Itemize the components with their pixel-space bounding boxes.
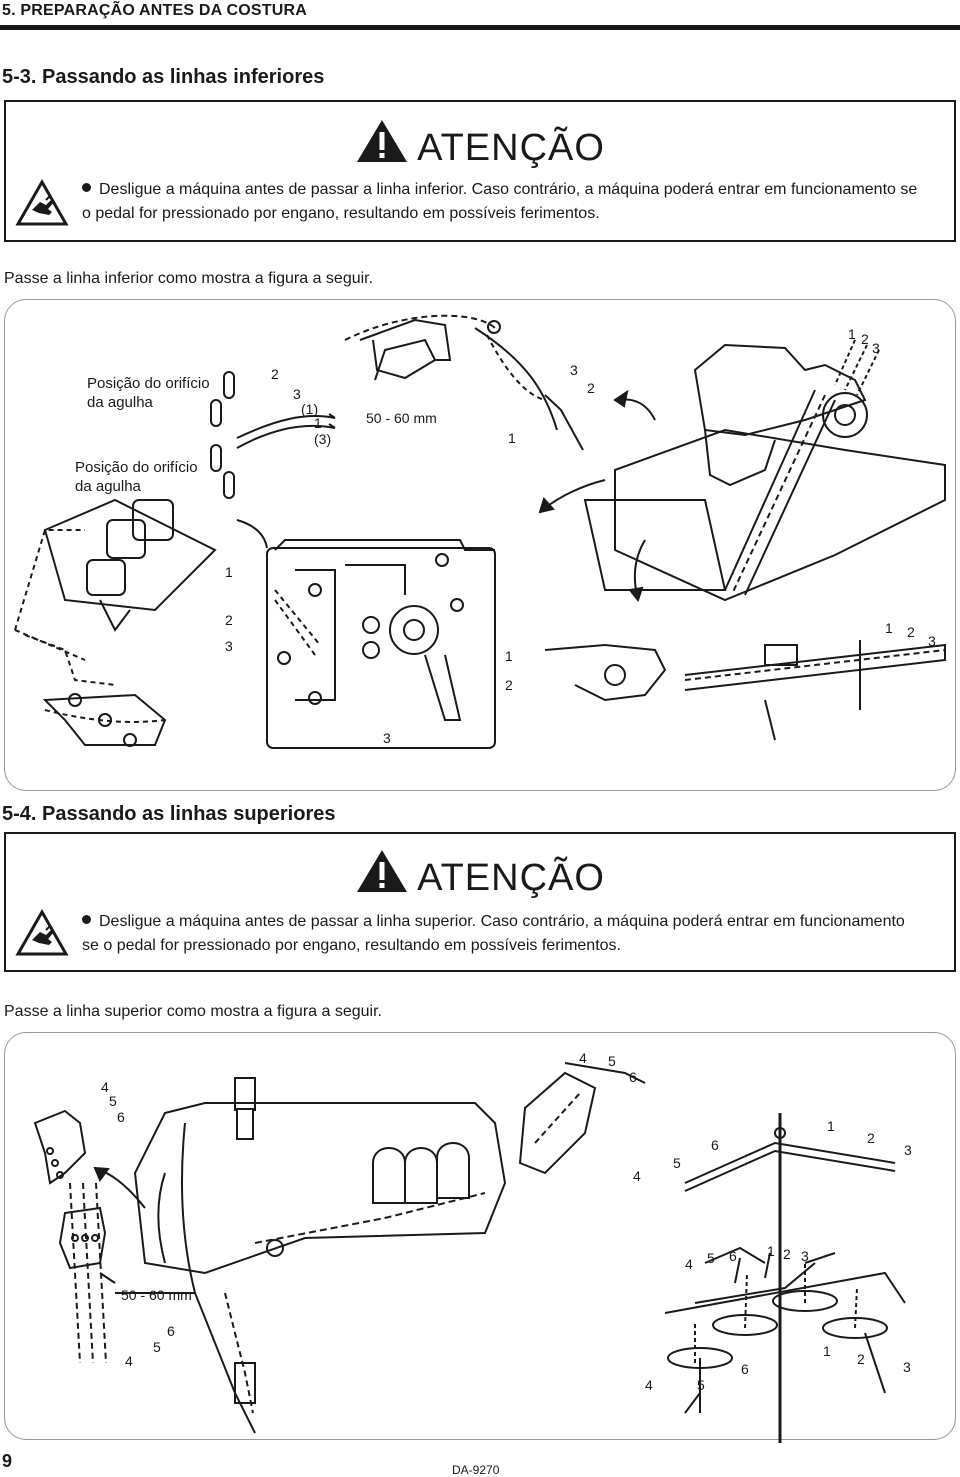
callout-4: 4 (101, 1079, 109, 1095)
caution-text-upper: Desligue a máquina antes de passar a lin… (82, 913, 905, 954)
callout-2: 2 (857, 1351, 865, 1367)
callout-4: 4 (579, 1050, 587, 1066)
callout-3: 3 (801, 1248, 809, 1264)
hand-pinch-hazard-icon (15, 908, 69, 961)
callout-paren-1: (1) (301, 401, 319, 417)
caution-title-upper: ATENÇÃO (6, 848, 954, 904)
callout-5: 5 (608, 1053, 616, 1069)
needle-hole-label-2: Posição do orifício da agulha (75, 459, 198, 495)
callout-6: 6 (729, 1248, 737, 1264)
hand-pinch-hazard-icon (15, 178, 69, 231)
callout-4: 4 (125, 1353, 133, 1369)
callout-1: 1 (885, 620, 893, 636)
callout-2: 2 (783, 1246, 791, 1262)
callout-1: 1 (848, 326, 856, 342)
upper-threading-illustration (33, 1062, 906, 1443)
callout-3: 3 (570, 362, 578, 378)
callout-4: 4 (633, 1168, 641, 1184)
distance-label: 50 - 60 mm (366, 410, 437, 426)
section-title-upper-threads: 5-4. Passando as linhas superiores (2, 803, 336, 825)
page-number: 9 (2, 1451, 13, 1471)
callout-6: 6 (167, 1323, 175, 1339)
callout-3: 3 (293, 386, 301, 402)
section-title-lower-threads: 5-3. Passando as linhas inferiores (2, 66, 325, 88)
callout-4: 4 (685, 1256, 693, 1272)
callout-6: 6 (711, 1137, 719, 1153)
callout-2: 2 (907, 624, 915, 640)
lower-threading-illustration (14, 314, 946, 749)
bullet (82, 183, 91, 192)
header-rule (0, 25, 960, 30)
bullet (82, 915, 91, 924)
warning-triangle-icon (355, 848, 409, 904)
callout-6: 6 (629, 1069, 637, 1085)
intro-lower: Passe a linha inferior como mostra a fig… (4, 270, 374, 287)
callout-1: 1 (314, 415, 322, 431)
callout-paren-3: (3) (314, 431, 332, 447)
callout-5: 5 (153, 1339, 161, 1355)
chapter-header: 5. PREPARAÇÃO ANTES DA COSTURA (2, 2, 307, 19)
callout-2: 2 (867, 1130, 875, 1146)
callout-2: 2 (505, 677, 513, 693)
lower-threading-figure: Posição do orifício da agulha Posição do… (4, 299, 956, 791)
caution-box-upper: ATENÇÃO Desligue a máquina antes de pass… (4, 832, 956, 972)
caution-text-lower: Desligue a máquina antes de passar a lin… (82, 181, 918, 222)
callout-3: 3 (904, 1142, 912, 1158)
warning-triangle-icon (355, 118, 409, 174)
callout-2: 2 (587, 380, 595, 396)
document-code: DA-9270 (452, 1463, 500, 1477)
callout-3: 3 (225, 638, 233, 654)
needle-hole-label-1: Posição do orifício da agulha (87, 375, 210, 411)
callout-5: 5 (707, 1250, 715, 1266)
intro-upper: Passe a linha superior como mostra a fig… (4, 1003, 382, 1020)
callout-5: 5 (673, 1155, 681, 1171)
callout-3: 3 (928, 633, 936, 649)
callout-3: 3 (383, 730, 391, 746)
callout-5: 5 (109, 1093, 117, 1109)
callout-1: 1 (505, 648, 513, 664)
callout-1: 1 (767, 1243, 775, 1259)
callout-6: 6 (741, 1361, 749, 1377)
callout-3: 3 (872, 340, 880, 356)
callout-6: 6 (117, 1109, 125, 1125)
callout-1: 1 (823, 1343, 831, 1359)
callout-1: 1 (225, 564, 233, 580)
callout-4: 4 (645, 1377, 653, 1393)
callout-2: 2 (861, 331, 869, 347)
callout-1: 1 (827, 1118, 835, 1134)
callout-1: 1 (508, 430, 516, 446)
caution-box-lower: ATENÇÃO Desligue a máquina antes de pass… (4, 100, 956, 242)
callout-2: 2 (271, 366, 279, 382)
upper-threading-figure: 4 5 6 50 - 60 mm 6 5 4 4 5 6 6 1 2 3 5 4… (4, 1032, 956, 1443)
callout-5: 5 (697, 1377, 705, 1393)
distance-label: 50 - 60 mm (121, 1287, 192, 1303)
callout-3: 3 (903, 1359, 911, 1375)
caution-title-lower: ATENÇÃO (6, 118, 954, 174)
callout-2: 2 (225, 612, 233, 628)
